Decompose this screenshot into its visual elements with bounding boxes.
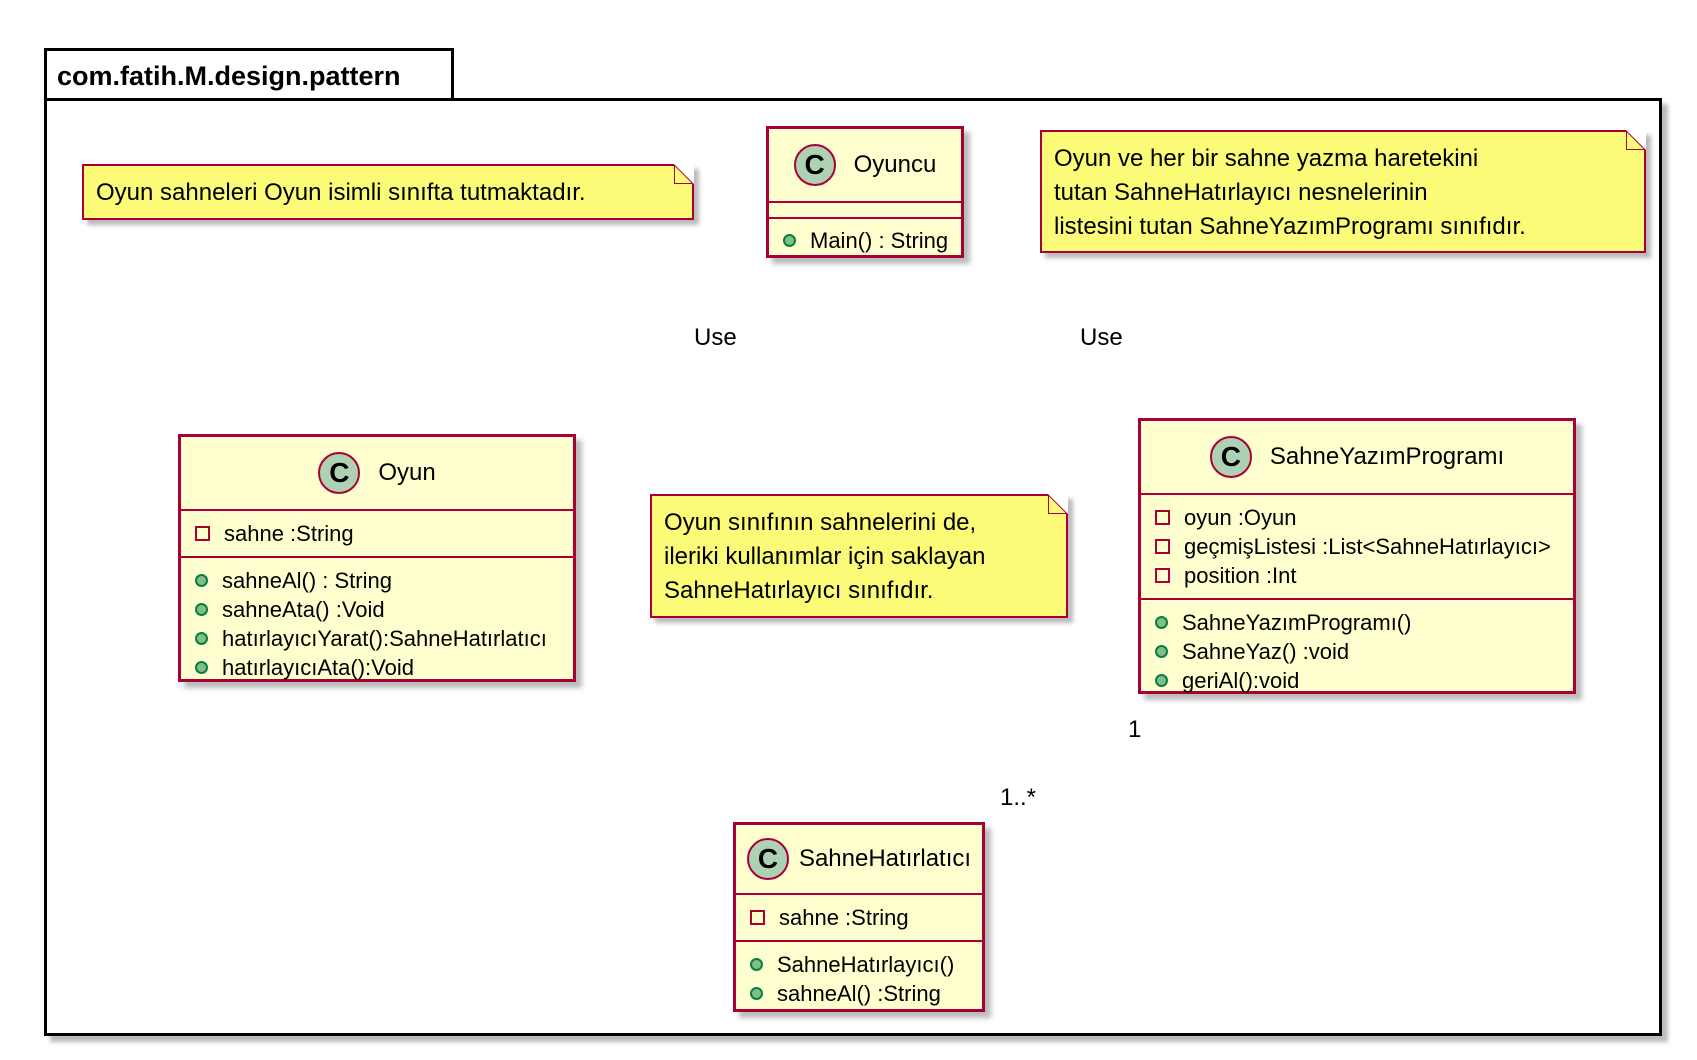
attributes-section: oyun :Oyun geçmişListesi :List<SahneHatı… [1141, 495, 1573, 600]
class-oyun[interactable]: C Oyun sahne :String sahneAl() : String … [178, 434, 576, 682]
public-icon [195, 603, 208, 616]
private-icon [1155, 568, 1170, 583]
note-fold-icon [1626, 130, 1646, 150]
class-header: C SahneHatırlatıcı [736, 825, 982, 895]
method-text: SahneHatırlayıcı() [777, 951, 955, 977]
method-row: SahneYaz() :void [1155, 637, 1573, 666]
attribute-row: geçmişListesi :List<SahneHatırlayıcı> [1155, 532, 1573, 561]
method-text: hatırlayıcıAta():Void [222, 654, 414, 680]
method-text: sahneAl() : String [222, 567, 392, 593]
class-badge-icon: C [793, 144, 836, 186]
note-oyun: Oyun sahneleri Oyun isimli sınıfta tutma… [82, 164, 694, 220]
class-name: Oyun [378, 459, 436, 486]
attribute-row: sahne :String [750, 903, 982, 932]
methods-section: sahneAl() : String sahneAta() :Void hatı… [181, 558, 573, 690]
method-row: Main() : String [783, 226, 961, 255]
method-text: SahneYaz() :void [1182, 638, 1350, 664]
package-tab: com.fatih.M.design.pattern [44, 48, 454, 98]
attribute-text: position :Int [1184, 562, 1297, 588]
class-badge-icon: C [1209, 436, 1252, 478]
class-badge-icon: C [318, 452, 361, 494]
method-text: sahneAta() :Void [222, 596, 385, 622]
public-icon [195, 632, 208, 645]
note-fold-icon [1048, 494, 1068, 514]
method-row: geriAl():void [1155, 666, 1573, 695]
method-row: sahneAl() :String [750, 979, 982, 1008]
attributes-section [769, 203, 961, 219]
attribute-text: sahne :String [779, 904, 909, 930]
public-icon [1155, 616, 1168, 629]
attribute-row: oyun :Oyun [1155, 503, 1573, 532]
note-line: SahneHatırlayıcı sınıfıdır. [664, 577, 934, 604]
multiplicity-target: 1..* [1000, 784, 1037, 811]
attributes-section: sahne :String [181, 511, 573, 558]
methods-section: SahneHatırlayıcı() sahneAl() :String [736, 942, 982, 1016]
method-text: Main() : String [810, 227, 949, 253]
class-name: SahneHatırlatıcı [798, 845, 972, 872]
class-name: SahneYazımProgramı [1269, 443, 1505, 470]
private-icon [195, 526, 210, 541]
multiplicity-source: 1 [1128, 716, 1142, 743]
class-header: C Oyun [181, 437, 573, 511]
class-badge-icon: C [746, 838, 789, 880]
note-fold-icon [674, 164, 694, 184]
public-icon [195, 574, 208, 587]
private-icon [1155, 510, 1170, 525]
method-text: geriAl():void [1182, 667, 1300, 693]
class-oyuncu[interactable]: C Oyuncu Main() : String [766, 126, 964, 258]
note-line: ileriki kullanımlar için saklayan [664, 543, 986, 570]
private-icon [1155, 539, 1170, 554]
class-sahne-yazim-programi[interactable]: C SahneYazımProgramı oyun :Oyun geçmişLi… [1138, 418, 1576, 694]
method-row: hatırlayıcıYarat():SahneHatırlatıcı [195, 624, 573, 653]
use-label-left: Use [694, 324, 737, 351]
attribute-text: geçmişListesi :List<SahneHatırlayıcı> [1184, 533, 1551, 559]
use-label-right: Use [1080, 324, 1123, 351]
attributes-section: sahne :String [736, 895, 982, 942]
note-line: Oyun sınıfının sahnelerini de, [664, 509, 977, 536]
private-icon [750, 910, 765, 925]
method-row: sahneAta() :Void [195, 595, 573, 624]
attribute-text: sahne :String [224, 520, 354, 546]
method-text: sahneAl() :String [777, 980, 941, 1006]
note-line: tutan SahneHatırlayıcı nesnelerinin [1054, 179, 1428, 206]
note-line: Oyun ve her bir sahne yazma haretekini [1054, 145, 1479, 172]
class-header: C Oyuncu [769, 129, 961, 203]
public-icon [750, 987, 763, 1000]
method-row: sahneAl() : String [195, 566, 573, 595]
public-icon [1155, 674, 1168, 687]
note-sahne-yazim: Oyun ve her bir sahne yazma haretekini t… [1040, 130, 1646, 253]
method-row: SahneYazımProgramı() [1155, 608, 1573, 637]
attribute-text: oyun :Oyun [1184, 504, 1297, 530]
class-header: C SahneYazımProgramı [1141, 421, 1573, 495]
class-name: Oyuncu [853, 151, 937, 178]
methods-section: SahneYazımProgramı() SahneYaz() :void ge… [1141, 600, 1573, 703]
methods-section: Main() : String [769, 219, 961, 263]
note-line: Oyun sahneleri Oyun isimli sınıfta tutma… [96, 179, 586, 206]
package-name: com.fatih.M.design.pattern [57, 61, 401, 91]
method-row: hatırlayıcıAta():Void [195, 653, 573, 682]
public-icon [195, 661, 208, 674]
attribute-row: sahne :String [195, 519, 573, 548]
method-row: SahneHatırlayıcı() [750, 950, 982, 979]
class-sahne-hatirlatici[interactable]: C SahneHatırlatıcı sahne :String SahneHa… [733, 822, 985, 1012]
method-text: SahneYazımProgramı() [1182, 609, 1412, 635]
attribute-row: position :Int [1155, 561, 1573, 590]
public-icon [750, 958, 763, 971]
public-icon [1155, 645, 1168, 658]
method-text: hatırlayıcıYarat():SahneHatırlatıcı [222, 625, 547, 651]
public-icon [783, 234, 796, 247]
note-line: listesini tutan SahneYazımProgramı sınıf… [1054, 213, 1526, 240]
note-hatirlatici: Oyun sınıfının sahnelerini de, ileriki k… [650, 494, 1068, 618]
